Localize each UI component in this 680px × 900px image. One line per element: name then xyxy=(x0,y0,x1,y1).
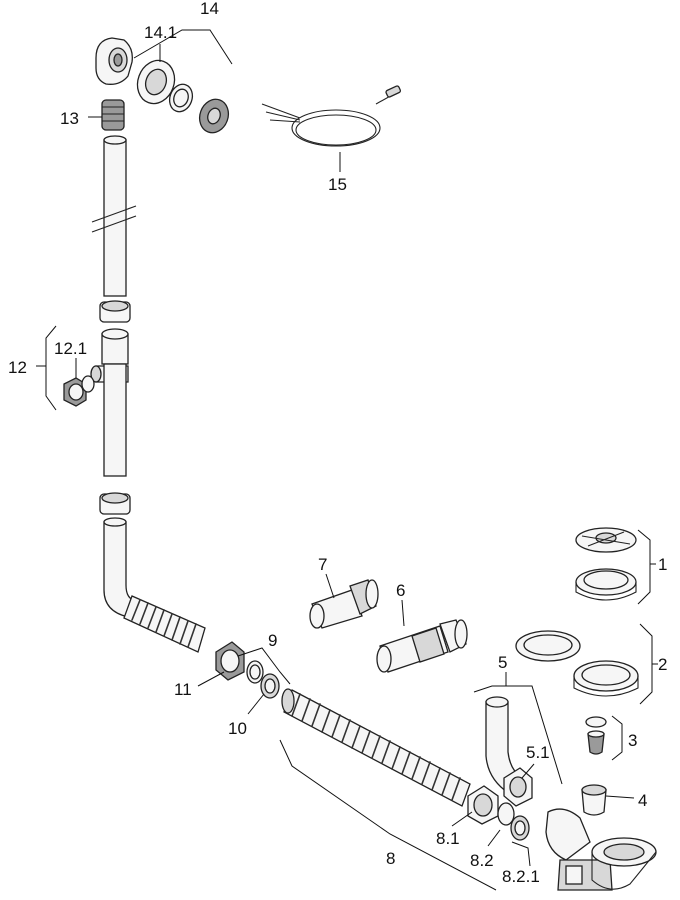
leader-lines xyxy=(36,29,658,891)
label-8: 8 xyxy=(386,849,395,868)
label-8-2-1: 8.2.1 xyxy=(502,867,540,886)
part-1-ring xyxy=(575,568,637,601)
part-12-1-nut xyxy=(63,377,87,407)
overflow-elbow xyxy=(95,37,133,85)
label-2: 2 xyxy=(658,655,667,674)
pipe-nut-lower xyxy=(99,492,131,515)
corrugated-hose-upper xyxy=(123,595,206,653)
part-9-seal xyxy=(246,660,264,684)
label-1: 1 xyxy=(658,555,667,574)
label-7: 7 xyxy=(318,555,327,574)
label-4: 4 xyxy=(638,791,647,810)
label-12: 12 xyxy=(8,358,27,377)
label-5-1: 5.1 xyxy=(526,743,550,762)
part-7-adapter xyxy=(309,579,379,629)
drain-body xyxy=(545,808,657,891)
label-8-1: 8.1 xyxy=(436,829,460,848)
label-12-1: 12.1 xyxy=(54,339,87,358)
label-15: 15 xyxy=(328,175,347,194)
part-8-hose xyxy=(281,688,471,807)
part-11-nut xyxy=(215,641,245,681)
label-11: 11 xyxy=(174,680,192,699)
part-12-1-washer xyxy=(81,375,95,393)
part-14-gasket xyxy=(168,83,194,113)
part-5-1-nut xyxy=(503,767,533,807)
label-10: 10 xyxy=(228,719,247,738)
label-8-2: 8.2 xyxy=(470,851,494,870)
part-4-cup xyxy=(581,784,607,816)
label-14: 14 xyxy=(200,0,219,18)
part-2-seal-upper xyxy=(515,630,581,662)
label-14-1: 14.1 xyxy=(144,23,177,42)
part-6-extension xyxy=(376,619,468,673)
label-13: 13 xyxy=(60,109,79,128)
part-2-seal-lower xyxy=(573,660,639,697)
part-8-2-seal xyxy=(497,802,515,826)
part-8-1-nut xyxy=(467,785,499,825)
label-3: 3 xyxy=(628,731,637,750)
part-labels: 14 14.1 13 15 12 12.1 7 6 9 11 10 8 8.1 … xyxy=(8,0,667,886)
part-8-2-1-gasket xyxy=(510,815,530,841)
pipe-nut-upper xyxy=(99,300,131,323)
label-9: 9 xyxy=(268,631,277,650)
part-3-strainer xyxy=(587,730,605,755)
part-15-cable xyxy=(261,85,402,147)
part-1-cover xyxy=(575,527,637,553)
part-10-gasket xyxy=(260,673,280,699)
part-14-cap xyxy=(198,98,230,134)
label-6: 6 xyxy=(396,581,405,600)
label-5: 5 xyxy=(498,653,507,672)
part-3-ring xyxy=(585,716,607,728)
upper-vertical-pipe xyxy=(91,135,137,297)
middle-vertical-pipe xyxy=(103,363,127,477)
part-14-1-ring xyxy=(136,59,176,105)
part-13-nipple xyxy=(101,99,125,131)
